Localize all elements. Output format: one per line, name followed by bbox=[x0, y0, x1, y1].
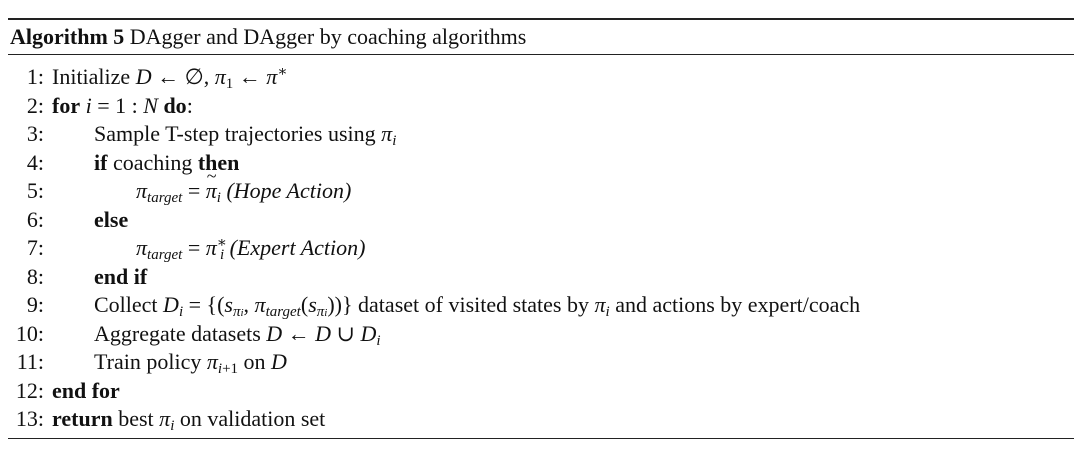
algorithm-line: 11: Train policy πi+1 on D bbox=[8, 348, 1074, 377]
line-number: 7: bbox=[26, 235, 44, 260]
line-number: 11: bbox=[16, 349, 44, 374]
line-number: 2: bbox=[26, 92, 44, 118]
line-content: Initialize D ← ∅, π1 ← π∗ bbox=[52, 64, 288, 92]
line-content: if coaching then bbox=[94, 149, 240, 175]
algorithm-title: DAgger and DAgger by coaching algorithms bbox=[129, 24, 527, 49]
algorithm-line: 8: end if bbox=[8, 263, 1074, 292]
algorithm-line: 2: for i = 1 : N do: bbox=[8, 92, 1074, 121]
top-rule bbox=[8, 18, 1074, 20]
line-content: return best πi on validation set bbox=[52, 406, 326, 434]
algorithm-block: Algorithm 5 DAgger and DAgger by coachin… bbox=[8, 18, 1074, 439]
line-content: end for bbox=[52, 377, 120, 403]
line-content: Train policy πi+1 on D bbox=[94, 349, 287, 377]
line-content: Sample T-step trajectories using πi bbox=[94, 121, 397, 149]
algorithm-line: 9: Collect Di = {(sπi, πtarget(sπi))} da… bbox=[8, 291, 1074, 320]
algorithm-line: 1: Initialize D ← ∅, π1 ← π∗ bbox=[8, 63, 1074, 92]
line-number: 5: bbox=[26, 178, 44, 203]
line-number: 13: bbox=[15, 406, 44, 431]
line-number: 4: bbox=[26, 149, 44, 175]
bottom-rule bbox=[8, 437, 1074, 439]
algorithm-line: 3: Sample T-step trajectories using πi bbox=[8, 120, 1074, 149]
algorithm-line: 12: end for bbox=[8, 377, 1074, 406]
algorithm-caption: Algorithm 5 DAgger and DAgger by coachin… bbox=[8, 20, 1074, 54]
line-number: 6: bbox=[26, 206, 44, 232]
line-content: Collect Di = {(sπi, πtarget(sπi))} datas… bbox=[94, 292, 861, 320]
algorithm-line: 10: Aggregate datasets D ← D ∪ Di bbox=[8, 320, 1074, 349]
line-number: 8: bbox=[26, 263, 44, 289]
algorithm-line: 13: return best πi on validation set bbox=[8, 405, 1074, 434]
algorithm-line: 4: if coaching then bbox=[8, 149, 1074, 178]
line-content: for i = 1 : N do: bbox=[52, 92, 193, 118]
line-number: 3: bbox=[26, 121, 44, 146]
algorithm-label: Algorithm 5 bbox=[10, 24, 125, 49]
algorithm-lines: 1: Initialize D ← ∅, π1 ← π∗ 2: for i = … bbox=[8, 55, 1074, 438]
line-content: πtarget = πi (Hope Action) bbox=[136, 162, 351, 205]
caption-rule bbox=[8, 54, 1074, 55]
algorithm-line: 5: πtarget = πi (Hope Action) bbox=[8, 162, 1074, 205]
line-content: Aggregate datasets D ← D ∪ Di bbox=[94, 320, 381, 349]
line-content: else bbox=[94, 206, 129, 232]
line-number: 9: bbox=[26, 292, 44, 317]
line-number: 1: bbox=[26, 64, 44, 89]
line-content: end if bbox=[94, 263, 148, 289]
algorithm-line: 6: else bbox=[8, 206, 1074, 235]
algorithm-line: 7: πtarget = π∗i (Expert Action) bbox=[8, 234, 1074, 263]
line-content: πtarget = π∗i (Expert Action) bbox=[136, 235, 366, 263]
line-number: 12: bbox=[15, 377, 44, 403]
line-number: 10: bbox=[15, 320, 44, 346]
